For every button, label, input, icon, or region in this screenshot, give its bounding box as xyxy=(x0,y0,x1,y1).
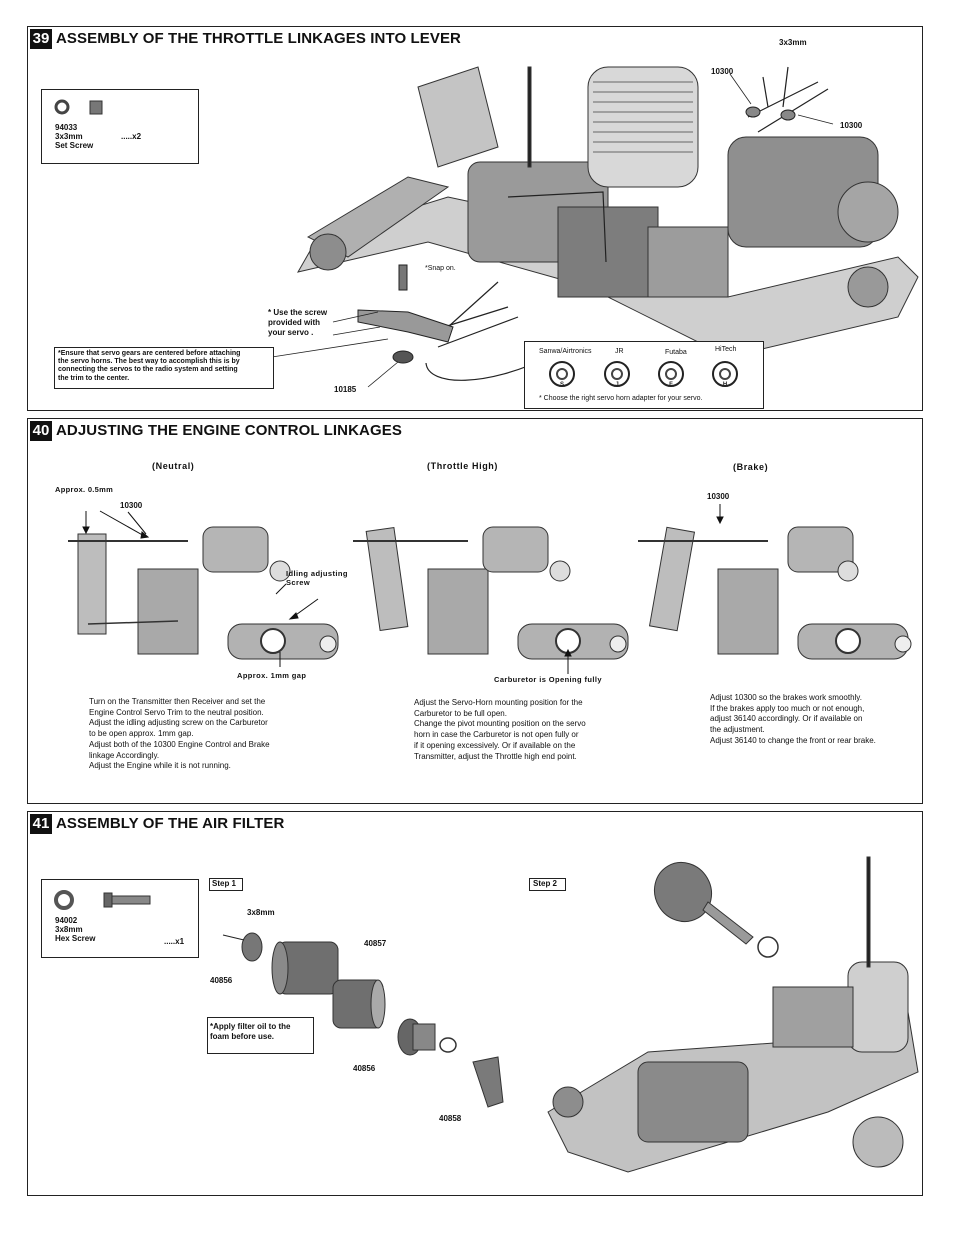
step-title: ASSEMBLY OF THE THROTTLE LINKAGES INTO L… xyxy=(56,30,461,47)
step-number: 41 xyxy=(30,814,52,834)
part-box-94033: 94033 3x3mm .....x2 Set Screw xyxy=(41,89,199,164)
label-10300-b: 10300 xyxy=(840,121,863,130)
set-screw-icon xyxy=(54,99,103,115)
horn-letter: J xyxy=(615,382,619,388)
engine-linkage-diagrams xyxy=(68,504,912,674)
part-code: 94002 xyxy=(55,916,78,925)
step-41-panel: 41 ASSEMBLY OF THE AIR FILTER xyxy=(27,811,923,1196)
part-name: Set Screw xyxy=(55,141,94,150)
hex-screw-icon xyxy=(54,890,151,910)
horn-letter: H xyxy=(722,382,728,388)
brand-hitech: HiTech xyxy=(715,346,737,353)
horn-letter: F xyxy=(669,382,673,388)
label-approx-05mm: Approx. 0.5mm xyxy=(55,485,114,494)
heading-throttle-high: (Throttle High) xyxy=(427,461,498,471)
filter-oil-note: *Apply filter oil to the foam before use… xyxy=(207,1017,314,1054)
label-40856-b: 40856 xyxy=(353,1064,376,1073)
part-size: 3x8mm xyxy=(55,925,83,934)
servo-centering-note: *Ensure that servo gears are centered be… xyxy=(54,347,274,389)
step-title: ASSEMBLY OF THE AIR FILTER xyxy=(56,815,285,832)
label-40857: 40857 xyxy=(364,939,387,948)
jr-horn-icon xyxy=(604,361,630,387)
hitech-horn-icon xyxy=(712,361,738,387)
instructions-throttle-high: Adjust the Servo-Horn mounting position … xyxy=(414,698,586,761)
label-10300-neutral: 10300 xyxy=(120,501,143,510)
step-number: 39 xyxy=(30,29,52,49)
instructions-neutral: Turn on the Transmitter then Receiver an… xyxy=(89,697,270,771)
label-10185: 10185 xyxy=(334,385,357,394)
step-2-label: Step 2 xyxy=(529,878,566,891)
step-39-panel: 39 ASSEMBLY OF THE THROTTLE LINKAGES INT… xyxy=(27,26,923,411)
instructions-brake: Adjust 10300 so the brakes work smoothly… xyxy=(710,693,876,745)
label-carb-open: Carburetor is Opening fully xyxy=(494,675,602,684)
label-10300-a: 10300 xyxy=(711,67,734,76)
futaba-horn-icon xyxy=(658,361,684,387)
throttle-linkage-illustration xyxy=(271,66,919,388)
part-box-94002: 94002 3x8mm Hex Screw .....x1 xyxy=(41,879,199,958)
air-filter-illustration xyxy=(222,856,919,1173)
heading-brake: (Brake) xyxy=(733,462,769,472)
step-title: ADJUSTING THE ENGINE CONTROL LINKAGES xyxy=(56,422,402,439)
step-number: 40 xyxy=(30,421,52,441)
part-size: 3x3mm xyxy=(55,132,83,141)
label-40856-a: 40856 xyxy=(210,976,233,985)
label-40858: 40858 xyxy=(439,1114,462,1123)
label-use-screw: * Use the screw provided with your servo… xyxy=(268,308,328,337)
part-code: 94033 xyxy=(55,123,78,132)
part-qty: .....x2 xyxy=(121,132,142,141)
label-idling-screw: Idling adjusting Screw xyxy=(286,569,348,587)
heading-neutral: (Neutral) xyxy=(152,461,195,471)
part-qty: .....x1 xyxy=(164,937,185,946)
label-3x8mm: 3x8mm xyxy=(247,908,275,917)
horn-caption: * Choose the right servo horn adapter fo… xyxy=(539,395,703,402)
part-name: Hex Screw xyxy=(55,934,96,943)
brand-sanwa: Sanwa/Airtronics xyxy=(539,348,592,355)
step-40-panel: 40 ADJUSTING THE ENGINE CONTROL LINKAGES… xyxy=(27,418,923,804)
horn-letter: S xyxy=(559,382,564,388)
servo-horn-adapter-box: Sanwa/Airtronics JR Futaba HiTech S J F … xyxy=(524,341,764,409)
label-approx-1mm: Approx. 1mm gap xyxy=(237,671,307,680)
brand-futaba: Futaba xyxy=(665,349,687,356)
sanwa-horn-icon xyxy=(549,361,575,387)
brand-jr: JR xyxy=(615,348,624,355)
label-10300-brake: 10300 xyxy=(707,492,730,501)
step-1-label: Step 1 xyxy=(209,878,243,891)
label-3x3mm: 3x3mm xyxy=(779,38,807,47)
label-snap-on: *Snap on. xyxy=(425,265,456,272)
